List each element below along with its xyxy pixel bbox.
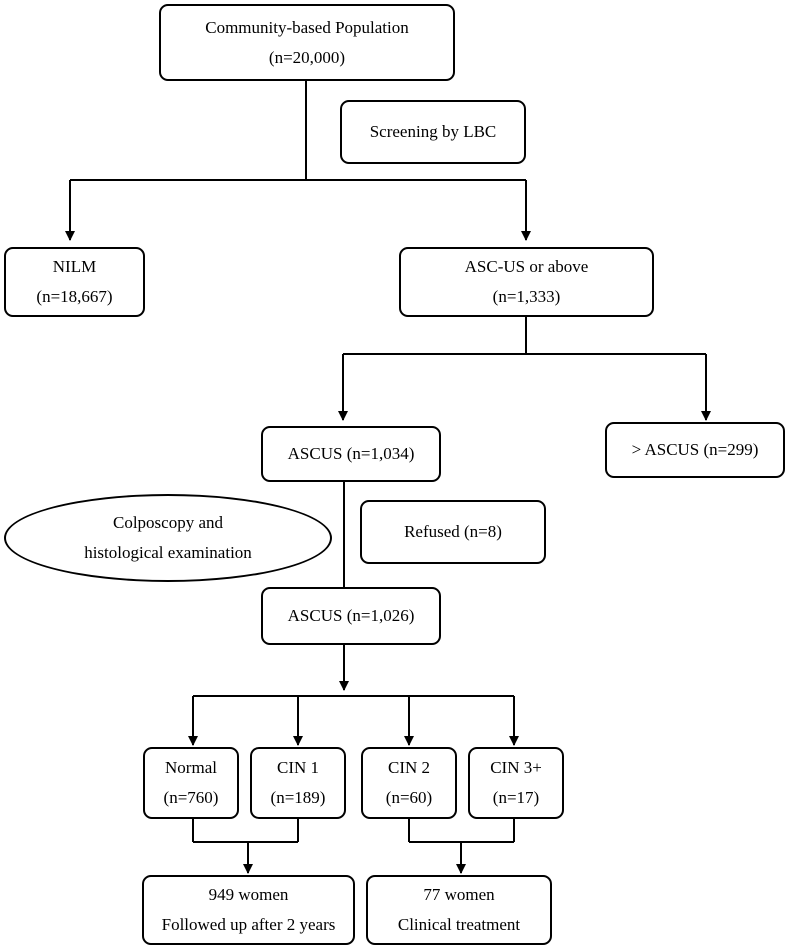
node-colposcopy-line2: histological examination [84, 543, 252, 562]
node-nilm-label: NILM [52, 257, 97, 276]
node-cin2-label: CIN 2 [387, 758, 431, 777]
node-normal-count: (n=760) [163, 788, 219, 807]
node-cin1-count: (n=189) [270, 788, 326, 807]
node-cin3-label: CIN 3+ [490, 758, 542, 777]
node-colposcopy: Colposcopy and histological examination [4, 494, 332, 582]
node-normal-label: Normal [165, 758, 217, 777]
node-cin1: CIN 1 (n=189) [250, 747, 346, 819]
node-followed-count: 949 women [208, 885, 289, 904]
node-treatment-label: Clinical treatment [397, 915, 521, 934]
node-cin2: CIN 2 (n=60) [361, 747, 457, 819]
node-nilm-count: (n=18,667) [36, 287, 113, 306]
node-cin1-label: CIN 1 [276, 758, 320, 777]
node-ascus-1034: ASCUS (n=1,034) [261, 426, 441, 482]
node-ascus-1026-label: ASCUS (n=1,026) [287, 606, 415, 625]
node-population-label: Community-based Population [205, 17, 409, 37]
node-screening: Screening by LBC [340, 100, 526, 164]
node-followed-label: Followed up after 2 years [161, 915, 336, 934]
node-gt-ascus-label: > ASCUS (n=299) [631, 440, 759, 459]
node-refused: Refused (n=8) [360, 500, 546, 564]
node-ascus-or-above: ASC-US or above (n=1,333) [399, 247, 654, 317]
node-population-count: (n=20,000) [268, 47, 346, 67]
node-nilm: NILM (n=18,667) [4, 247, 145, 317]
node-screening-label: Screening by LBC [369, 122, 497, 141]
node-cin3: CIN 3+ (n=17) [468, 747, 564, 819]
node-normal: Normal (n=760) [143, 747, 239, 819]
node-treatment: 77 women Clinical treatment [366, 875, 552, 945]
node-ascus-or-above-count: (n=1,333) [492, 287, 561, 306]
node-refused-label: Refused (n=8) [404, 522, 502, 541]
node-gt-ascus: > ASCUS (n=299) [605, 422, 785, 478]
node-ascus-1034-label: ASCUS (n=1,034) [287, 444, 415, 463]
node-cin3-count: (n=17) [492, 788, 540, 807]
node-treatment-count: 77 women [423, 885, 495, 904]
node-followed: 949 women Followed up after 2 years [142, 875, 355, 945]
node-cin2-count: (n=60) [385, 788, 433, 807]
node-ascus-or-above-label: ASC-US or above [464, 257, 589, 276]
node-colposcopy-line1: Colposcopy and [112, 513, 224, 532]
node-population: Community-based Population (n=20,000) [159, 4, 455, 81]
node-ascus-1026: ASCUS (n=1,026) [261, 587, 441, 645]
